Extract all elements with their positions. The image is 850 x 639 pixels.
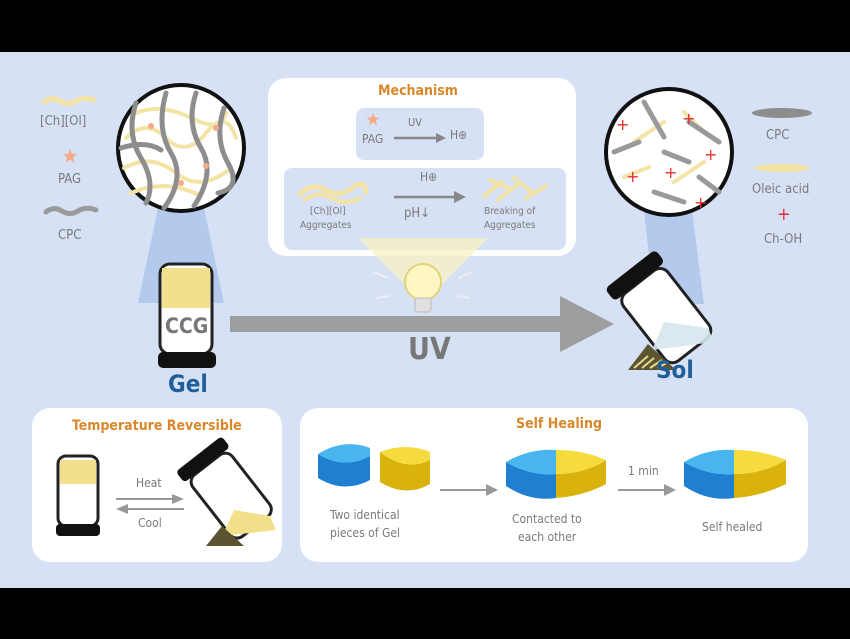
breaking-label-line1: Breaking of xyxy=(484,206,536,217)
pag-reaction-box: PAG UV H⊕ xyxy=(356,108,484,160)
ch-ol-wave-icon xyxy=(41,95,97,106)
temperature-gel-vial xyxy=(56,454,100,536)
legend-oleic-acid-label: Oleic acid xyxy=(752,182,810,197)
heat-label: Heat xyxy=(136,476,162,490)
legend-right-cpc-label: CPC xyxy=(766,128,790,143)
legend-ch-oh-label: Ch-OH xyxy=(764,232,803,247)
gel-label: Gel xyxy=(168,370,208,398)
legend-cpc-label: CPC xyxy=(58,228,82,243)
broken-aggregates-icon xyxy=(482,176,548,202)
mech-uv-label: UV xyxy=(408,116,423,129)
arrow-step1-to-step2 xyxy=(440,484,498,496)
heat-cool-arrows xyxy=(116,494,184,514)
svg-text:+: + xyxy=(664,163,677,182)
mechanism-panel: Mechanism PAG UV H⊕ [Ch][Ol] Aggregates … xyxy=(268,78,576,256)
aggregate-breaking-box: [Ch][Ol] Aggregates H⊕ pH↓ Breaking of A… xyxy=(284,168,566,250)
svg-text:+: + xyxy=(694,193,707,212)
aggregates-label-line2: Aggregates xyxy=(300,220,352,231)
aggregate-hplus-label: H⊕ xyxy=(420,170,438,184)
sol-vial xyxy=(606,251,714,370)
svg-text:+: + xyxy=(682,109,695,128)
aggregates-label-line1: [Ch][Ol] xyxy=(310,206,346,217)
self-healing-title: Self Healing xyxy=(516,416,602,432)
aggregate-arrow-icon xyxy=(394,191,466,203)
mech-pag-label: PAG xyxy=(362,132,384,146)
ph-down-label: pH↓ xyxy=(404,206,431,221)
step1-label-line2: pieces of Gel xyxy=(330,526,400,540)
svg-text:+: + xyxy=(616,115,629,134)
uv-arrow-label: UV xyxy=(408,332,451,367)
mech-hplus-label: H⊕ xyxy=(450,128,468,142)
mech-arrow-icon xyxy=(394,133,446,143)
temperature-sol-vial xyxy=(177,437,276,546)
cool-label: Cool xyxy=(138,516,162,530)
svg-text:+: + xyxy=(704,145,717,164)
temperature-reversible-panel: Temperature Reversible Heat Cool xyxy=(32,408,282,562)
step2-label-line2: each other xyxy=(518,530,577,544)
svg-text:+: + xyxy=(626,167,639,186)
step3-label: Self healed xyxy=(702,520,763,534)
aggregate-wave-icon xyxy=(297,181,369,204)
oleic-acid-rod-icon xyxy=(754,164,810,172)
breaking-label-line2: Aggregates xyxy=(484,220,536,231)
vial-label-ccg: CCG xyxy=(165,314,209,338)
diagram-canvas: [Ch][Ol] PAG CPC CCG xyxy=(0,52,850,588)
self-healing-panel: Self Healing Two identical pieces of Gel… xyxy=(300,408,808,562)
gel-pieces-separate xyxy=(318,444,430,491)
time-label: 1 min xyxy=(628,464,659,478)
sol-label: Sol xyxy=(656,356,694,384)
gel-pieces-contacted xyxy=(506,449,606,499)
gel-vial xyxy=(158,262,216,368)
pag-star-icon-small xyxy=(366,113,380,125)
legend-pag-label: PAG xyxy=(58,172,82,187)
cpc-wave-icon xyxy=(43,205,99,216)
legend-ch-ol-label: [Ch][Ol] xyxy=(40,114,87,129)
pag-star-icon xyxy=(63,149,77,163)
cpc-rod-icon xyxy=(752,108,812,118)
arrow-step2-to-step3 xyxy=(618,484,676,496)
gel-self-healed xyxy=(684,449,786,499)
step2-label-line1: Contacted to xyxy=(512,512,582,526)
uv-arrow xyxy=(230,296,614,352)
ch-oh-plus-icon: + xyxy=(777,204,791,225)
step1-label-line1: Two identical xyxy=(330,508,400,522)
light-bulb-icon xyxy=(358,238,488,313)
mechanism-title: Mechanism xyxy=(378,83,458,99)
temperature-title: Temperature Reversible xyxy=(72,418,242,434)
